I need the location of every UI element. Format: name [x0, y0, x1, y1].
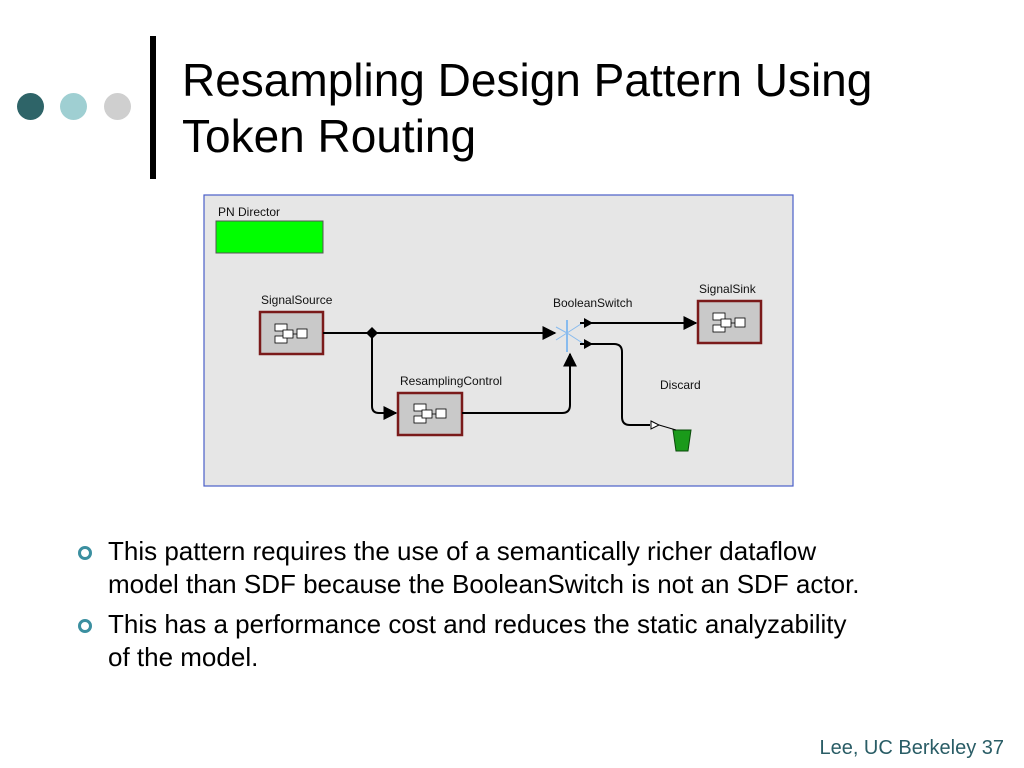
- signal-sink-label: SignalSink: [699, 282, 757, 296]
- slide-title: Resampling Design Pattern Using Token Ro…: [182, 54, 873, 162]
- discard-actor[interactable]: [672, 429, 692, 452]
- decor-dot-1: [17, 93, 44, 120]
- connections: [323, 316, 698, 426]
- resampling-control-actor[interactable]: [396, 391, 464, 437]
- signal-source-label: SignalSource: [261, 293, 333, 307]
- slide-footer: Lee, UC Berkeley 37: [819, 737, 1004, 759]
- decor-dot-2: [60, 93, 87, 120]
- ring-bullet-icon: [78, 619, 92, 633]
- boolean-switch-label: BooleanSwitch: [553, 296, 632, 310]
- link-control-to-switch: [462, 352, 577, 414]
- link-switch-to-discard: [580, 343, 650, 426]
- bullet-list: This pattern requires the use of a seman…: [74, 535, 874, 681]
- signal-sink-actor[interactable]: [696, 299, 763, 345]
- resampling-control-label: ResamplingControl: [400, 374, 502, 388]
- bullet-item: This pattern requires the use of a seman…: [74, 535, 874, 601]
- ring-bullet-icon: [78, 546, 92, 560]
- bullet-item: This has a performance cost and reduces …: [74, 608, 874, 674]
- link-relation-to-control: [371, 333, 398, 420]
- discard-input-port: [650, 420, 661, 430]
- signal-source-actor[interactable]: [258, 310, 325, 356]
- pn-director[interactable]: [215, 220, 324, 254]
- bullet-text: This pattern requires the use of a seman…: [108, 536, 860, 599]
- discard-label: Discard: [660, 378, 701, 392]
- switch-output-port-false: [584, 339, 593, 349]
- relation-diamond: [366, 327, 378, 339]
- decor-dot-3: [104, 93, 131, 120]
- bullet-text: This has a performance cost and reduces …: [108, 609, 847, 672]
- title-divider: [150, 36, 156, 179]
- link-port-to-discard: [658, 424, 677, 431]
- switch-output-port-true: [584, 318, 593, 328]
- director-label: PN Director: [218, 205, 280, 219]
